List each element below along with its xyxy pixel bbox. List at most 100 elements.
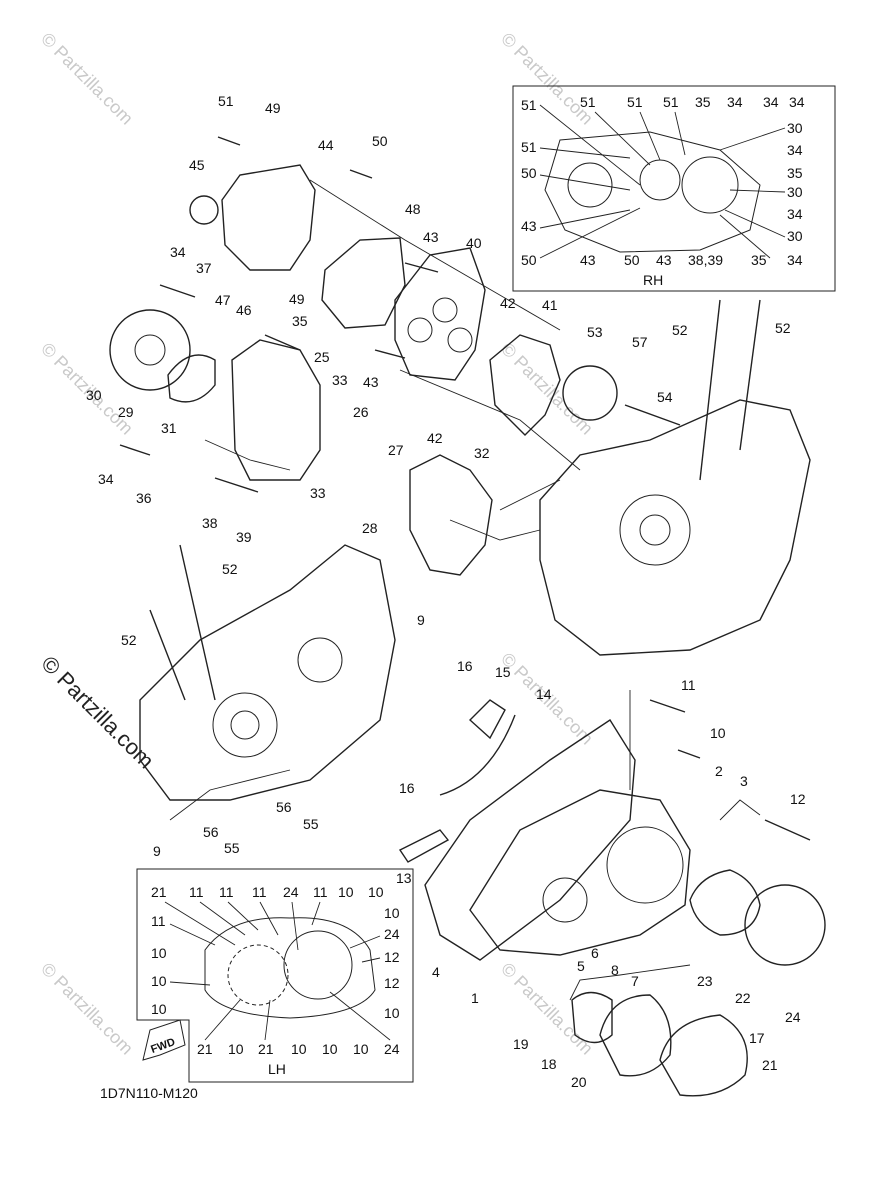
callout: 14 bbox=[536, 686, 552, 702]
callout: 3 bbox=[740, 773, 748, 789]
callout: 29 bbox=[118, 404, 134, 420]
lh-callout: 11 bbox=[252, 884, 267, 900]
watermark-text: © Partzilla.com bbox=[497, 29, 597, 129]
callout: 43 bbox=[423, 229, 439, 245]
rh-cover-outline bbox=[544, 131, 761, 253]
callout: 22 bbox=[735, 990, 751, 1006]
callout: 35 bbox=[292, 313, 308, 329]
lh-left-circle bbox=[227, 944, 289, 1006]
callout: 55 bbox=[224, 840, 240, 856]
callout: 54 bbox=[657, 389, 673, 405]
callouts: 51 49 45 44 50 48 43 40 34 37 47 46 49 4… bbox=[86, 93, 806, 1090]
part-45 bbox=[189, 195, 219, 225]
fwd-arrow: FWD bbox=[142, 1019, 186, 1061]
callout: 27 bbox=[388, 442, 404, 458]
callout: 17 bbox=[749, 1030, 765, 1046]
lh-callout: 10 bbox=[338, 884, 354, 900]
rh-title: RH bbox=[643, 272, 663, 288]
part-cover-44 bbox=[221, 164, 316, 271]
callout: 19 bbox=[513, 1036, 529, 1052]
callout: 57 bbox=[632, 334, 648, 350]
callout: 49 bbox=[289, 291, 305, 307]
lh-callout: 11 bbox=[189, 884, 204, 900]
rh-callout: 34 bbox=[787, 206, 803, 222]
callout: 42 bbox=[427, 430, 443, 446]
callout: 53 bbox=[587, 324, 603, 340]
part-case-25 bbox=[231, 339, 321, 481]
part-13 bbox=[398, 829, 450, 863]
callout: 6 bbox=[591, 945, 599, 961]
diagram-code: 1D7N110-M120 bbox=[100, 1085, 198, 1101]
rh-callout: 35 bbox=[751, 252, 767, 268]
callout: 36 bbox=[136, 490, 152, 506]
callout: 31 bbox=[161, 420, 177, 436]
rh-callout: 51 bbox=[521, 97, 537, 113]
rh-callout: 30 bbox=[787, 228, 803, 244]
lh-callout: 10 bbox=[291, 1041, 307, 1057]
part-31 bbox=[167, 354, 216, 403]
callout: 46 bbox=[236, 302, 252, 318]
callout: 52 bbox=[121, 632, 137, 648]
rh-callout: 43 bbox=[580, 252, 596, 268]
callout: 49 bbox=[265, 100, 281, 116]
part-right-crankcase bbox=[539, 399, 811, 656]
lh-callout: 12 bbox=[384, 949, 400, 965]
callout: 7 bbox=[631, 973, 639, 989]
lh-callout: 21 bbox=[197, 1041, 213, 1057]
rh-callout: 38,39 bbox=[688, 252, 723, 268]
callout: 51 bbox=[218, 93, 234, 109]
callout: 47 bbox=[215, 292, 231, 308]
rh-callout: 43 bbox=[656, 252, 672, 268]
lh-callout: 10 bbox=[384, 1005, 400, 1021]
callout: 25 bbox=[314, 349, 330, 365]
rh-callout: 51 bbox=[521, 139, 537, 155]
callout: 9 bbox=[417, 612, 425, 628]
part-left-crankcase bbox=[139, 544, 396, 801]
callout: 33 bbox=[332, 372, 348, 388]
callout: 21 bbox=[762, 1057, 778, 1073]
rh-callout: 50 bbox=[624, 252, 640, 268]
callout: 52 bbox=[222, 561, 238, 577]
rh-callout: 30 bbox=[787, 120, 803, 136]
part-15 bbox=[468, 699, 506, 740]
lh-callout: 21 bbox=[258, 1041, 274, 1057]
callout: 42 bbox=[500, 295, 516, 311]
part-cover-40 bbox=[394, 247, 486, 381]
callout: 8 bbox=[611, 962, 619, 978]
fwd-label: FWD bbox=[149, 1036, 177, 1056]
callout: 50 bbox=[372, 133, 388, 149]
callout: 55 bbox=[303, 816, 319, 832]
lh-callout: 21 bbox=[151, 884, 167, 900]
lh-callouts: 21 11 11 11 24 11 10 10 11 10 24 10 12 1… bbox=[151, 884, 400, 1057]
part-17 bbox=[659, 1014, 748, 1097]
lh-callout: 10 bbox=[322, 1041, 338, 1057]
callout: 37 bbox=[196, 260, 212, 276]
lh-right-circle bbox=[283, 930, 353, 1000]
lh-callout: 10 bbox=[353, 1041, 369, 1057]
watermark-text: © Partzilla.com bbox=[37, 959, 137, 1059]
callout: 52 bbox=[672, 322, 688, 338]
part-14 bbox=[439, 714, 516, 796]
callout: 32 bbox=[474, 445, 490, 461]
rh-callouts: 51 51 51 51 35 34 34 34 30 51 34 50 35 3… bbox=[521, 94, 805, 268]
rh-callout: 34 bbox=[787, 142, 803, 158]
lh-callout: 11 bbox=[151, 913, 166, 929]
part-gasket-18 bbox=[571, 991, 613, 1044]
lh-inset: LH FWD bbox=[136, 868, 414, 1083]
lh-callout: 10 bbox=[151, 1001, 167, 1017]
rh-callout: 35 bbox=[695, 94, 711, 110]
lh-cover-outline bbox=[204, 917, 376, 1019]
callout: 34 bbox=[170, 244, 186, 260]
rh-callout: 35 bbox=[787, 165, 803, 181]
part-gasket-23 bbox=[689, 869, 761, 936]
callout: 20 bbox=[571, 1074, 587, 1090]
callout: 11 bbox=[681, 677, 696, 693]
part-29 bbox=[109, 309, 191, 391]
lh-callout: 24 bbox=[283, 884, 299, 900]
callout: 52 bbox=[775, 320, 791, 336]
rh-callout: 34 bbox=[787, 252, 803, 268]
callout: 16 bbox=[457, 658, 473, 674]
callout: 13 bbox=[396, 870, 412, 886]
part-gasket-32 bbox=[409, 454, 493, 576]
